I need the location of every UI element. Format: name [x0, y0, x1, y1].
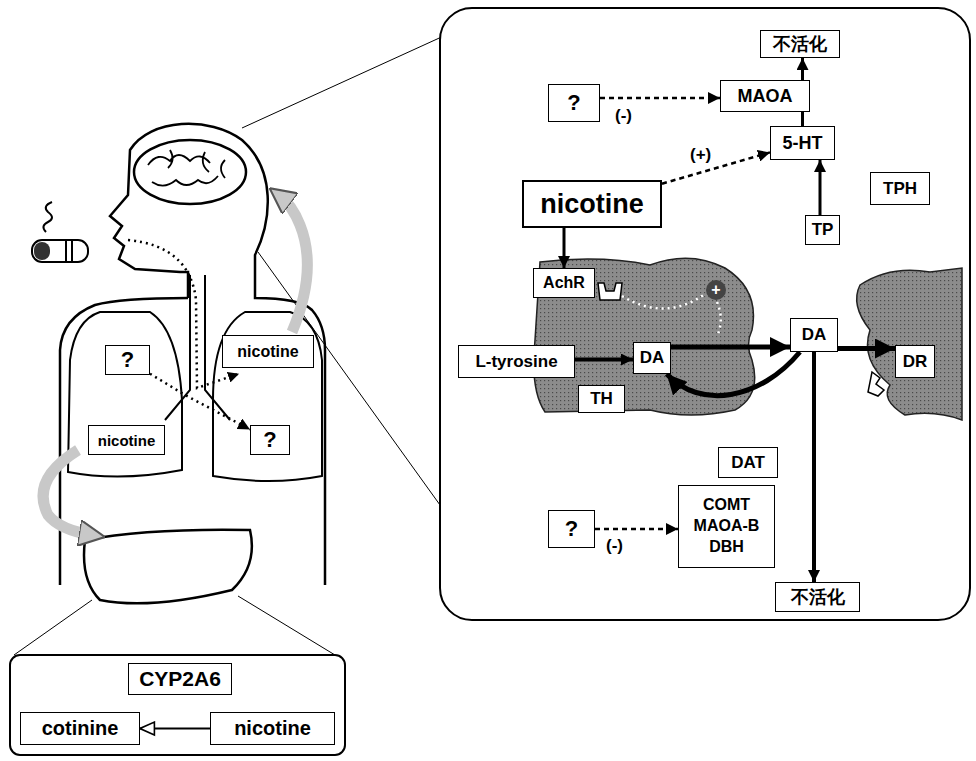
transport-arrow — [280, 196, 307, 332]
enzyme-box: CYP2A6 — [128, 663, 232, 695]
chemical-box: L-tyrosine — [458, 345, 575, 378]
head-outline — [110, 124, 268, 298]
transporter-box: DAT — [718, 447, 778, 478]
enzyme-box: TH — [578, 385, 625, 413]
node-text: ? — [263, 427, 276, 453]
edge-label: (-) — [604, 536, 625, 556]
detail-panel — [440, 8, 970, 620]
question-box: ? — [105, 345, 150, 375]
node-text: DA — [640, 348, 665, 368]
enzyme-box: TPH — [870, 172, 930, 205]
chemical-box: nicotine — [210, 712, 335, 745]
enzyme-box: MAOA — [720, 80, 810, 112]
cigarette-tip — [34, 242, 50, 260]
arrow — [140, 728, 210, 730]
question-box: ? — [250, 425, 290, 455]
arrow — [667, 352, 800, 396]
arrow — [812, 352, 816, 582]
node-text: AchR — [543, 274, 585, 292]
right-lung — [213, 312, 322, 481]
node-text: MAOA — [738, 86, 793, 107]
node-text: ? — [567, 90, 580, 116]
arrow — [575, 358, 633, 362]
chemical-box: cotinine — [20, 712, 140, 745]
arrow — [563, 228, 566, 268]
node-text: TP — [812, 220, 834, 240]
dashed-arrow — [595, 528, 678, 531]
liver — [84, 530, 252, 604]
question-box: ? — [548, 84, 600, 122]
trachea — [165, 275, 230, 420]
smoke — [43, 202, 52, 232]
node-text: cotinine — [42, 717, 119, 740]
node-text: TH — [590, 389, 613, 409]
question-box: ? — [548, 510, 595, 548]
zoom-line — [238, 596, 335, 655]
arrow — [819, 160, 822, 215]
chemical-box: TP — [805, 215, 840, 245]
node-text: L-tyrosine — [475, 352, 557, 372]
enzyme-panel — [10, 655, 345, 755]
node-text: DA — [802, 325, 827, 345]
node-text: 不活化 — [791, 585, 845, 609]
presynaptic-neuron — [534, 258, 755, 415]
postsynaptic-neuron — [857, 268, 962, 420]
brain — [134, 140, 246, 204]
node-text: nicotine — [540, 189, 644, 220]
enzyme-box: COMT MAOA-B DBH — [678, 485, 775, 568]
cigarette-band — [65, 241, 67, 261]
node-text: TPH — [883, 179, 917, 199]
arrow — [838, 346, 895, 351]
edge-label: (+) — [688, 145, 713, 165]
zoom-line — [14, 600, 92, 655]
receptor-cup — [868, 372, 884, 396]
chemical-box: DA — [633, 342, 671, 374]
node-text: ? — [565, 516, 578, 542]
chemical-box: nicotine — [222, 335, 314, 368]
receptor-box: DR — [895, 345, 935, 378]
receptor-box: AchR — [533, 268, 595, 298]
node-text: 5-HT — [783, 133, 823, 154]
node-text: 不活化 — [773, 32, 827, 56]
node-text: nicotine — [98, 432, 156, 449]
chemical-box: 5-HT — [770, 126, 835, 160]
chemical-box: DA — [790, 318, 838, 352]
node-text: nicotine — [234, 717, 311, 740]
transport-arrow — [43, 450, 92, 535]
dashed-arrow — [150, 374, 250, 430]
brain-folds — [148, 150, 225, 186]
node-text: COMT MAOA-B DBH — [684, 495, 769, 557]
signal-path — [717, 302, 721, 334]
node-text: nicotine — [237, 343, 298, 361]
chemical-box: nicotine — [522, 180, 662, 228]
node-text: DR — [903, 352, 928, 372]
result-box: 不活化 — [760, 30, 840, 58]
chemical-box: nicotine — [88, 425, 165, 455]
receptor-cup — [598, 283, 622, 300]
cigarette — [32, 240, 88, 262]
result-box: 不活化 — [775, 582, 860, 612]
node-text: ? — [121, 347, 134, 373]
signal-path — [622, 294, 705, 309]
node-text: DAT — [731, 453, 765, 473]
left-lung — [68, 312, 182, 477]
edge-label: (-) — [613, 106, 634, 126]
node-text: CYP2A6 — [139, 667, 221, 691]
arrow — [671, 345, 790, 350]
signal-label: + — [706, 280, 726, 300]
dashed-arrow — [662, 152, 770, 183]
cigarette-band — [71, 241, 73, 261]
zoom-line — [242, 24, 470, 128]
dashed-arrow — [600, 97, 720, 100]
